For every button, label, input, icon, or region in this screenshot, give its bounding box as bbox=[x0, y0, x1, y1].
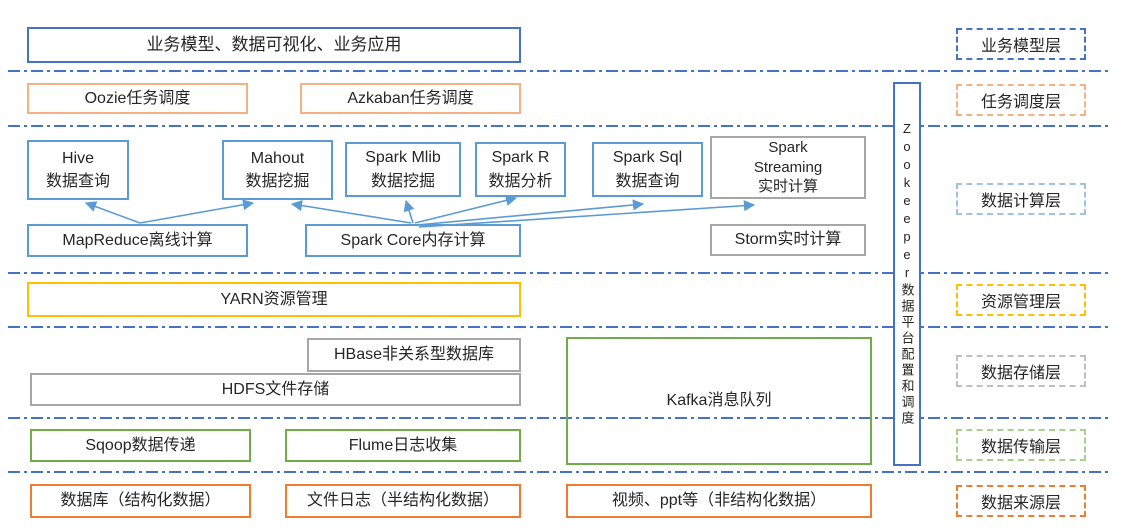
box-azkaban: Azkaban任务调度 bbox=[300, 83, 521, 114]
box-hive: Hive 数据查询 bbox=[27, 140, 129, 200]
layer-label-data-transfer: 数据传输层 bbox=[956, 429, 1086, 461]
box-structured-data-source: 数据库（结构化数据） bbox=[30, 484, 251, 518]
box-spark-streaming: Spark Streaming 实时计算 bbox=[710, 136, 866, 199]
box-semistructured-data-source: 文件日志（半结构化数据） bbox=[285, 484, 521, 518]
box-hbase: HBase非关系型数据库 bbox=[307, 338, 521, 372]
box-zookeeper: Zookeeper数据平台配置和调度 bbox=[893, 82, 921, 466]
box-hdfs: HDFS文件存储 bbox=[30, 373, 521, 406]
box-storm: Storm实时计算 bbox=[710, 224, 866, 256]
layer-label-data-storage: 数据存储层 bbox=[956, 355, 1086, 387]
layer-label-data-computing: 数据计算层 bbox=[956, 183, 1086, 215]
box-mapreduce: MapReduce离线计算 bbox=[27, 224, 248, 257]
layer-label-business-model: 业务模型层 bbox=[956, 28, 1086, 60]
box-kafka: Kafka消息队列 bbox=[566, 337, 872, 465]
box-unstructured-data-source: 视频、ppt等（非结构化数据） bbox=[566, 484, 872, 518]
box-spark-core: Spark Core内存计算 bbox=[305, 224, 521, 257]
box-business-applications: 业务模型、数据可视化、业务应用 bbox=[27, 27, 521, 63]
box-mahout: Mahout 数据挖掘 bbox=[222, 140, 333, 200]
layer-label-task-scheduling: 任务调度层 bbox=[956, 84, 1086, 116]
box-spark-sql: Spark Sql 数据查询 bbox=[592, 142, 703, 197]
box-oozie: Oozie任务调度 bbox=[27, 83, 248, 114]
box-yarn: YARN资源管理 bbox=[27, 282, 521, 317]
layer-label-data-source: 数据来源层 bbox=[956, 485, 1086, 517]
box-sqoop: Sqoop数据传递 bbox=[30, 429, 251, 462]
box-spark-r: Spark R 数据分析 bbox=[475, 142, 566, 197]
layer-label-resource-management: 资源管理层 bbox=[956, 284, 1086, 316]
box-spark-mlib: Spark Mlib 数据挖掘 bbox=[345, 142, 461, 197]
box-flume: Flume日志收集 bbox=[285, 429, 521, 462]
